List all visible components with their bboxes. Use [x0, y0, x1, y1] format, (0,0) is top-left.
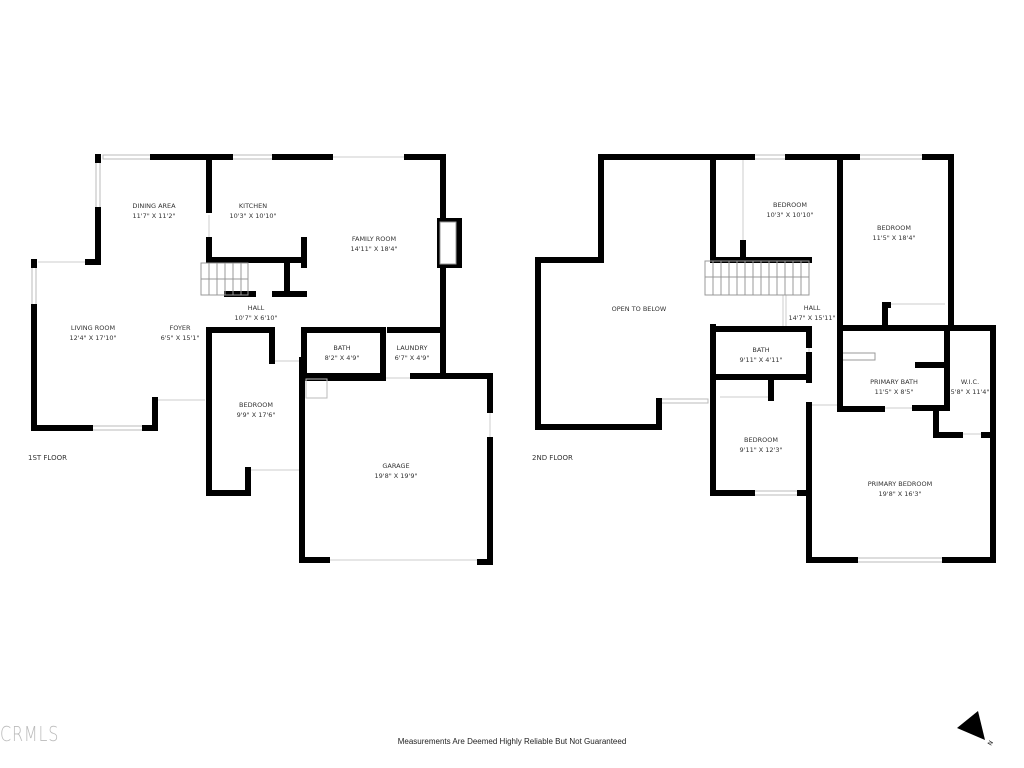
wall [535, 154, 954, 430]
room-name: BEDROOM [773, 201, 807, 209]
second-floor-plan [535, 154, 996, 563]
compass-label: N [987, 740, 995, 747]
room-size: 5'8" X 11'4" [951, 388, 990, 396]
room-name: DINING AREA [132, 202, 176, 210]
opening-lines [720, 160, 984, 435]
room-name: KITCHEN [239, 202, 267, 210]
window [31, 264, 37, 308]
window [856, 154, 926, 160]
room-size: 19'8" X 16'3" [879, 490, 922, 498]
wall [85, 154, 446, 265]
window [102, 154, 154, 160]
room-name: HALL [804, 304, 821, 312]
room-name: FOYER [169, 324, 191, 332]
room-size: 19'8" X 19'9" [375, 472, 418, 480]
room-name: BEDROOM [744, 436, 778, 444]
garage-step [305, 378, 328, 399]
room-size: 11'5" X 18'4" [873, 234, 916, 242]
wall [206, 157, 307, 268]
room-size: 14'7" X 15'11" [788, 314, 835, 322]
window [229, 154, 276, 160]
wall [806, 325, 996, 563]
wall [710, 154, 891, 331]
room-size: 10'3" X 10'10" [766, 211, 813, 219]
opening-lines [38, 156, 491, 561]
room-name: PRIMARY BEDROOM [868, 480, 932, 488]
room-name: OPEN TO BELOW [612, 305, 667, 313]
room-size: 11'5" X 8'5" [875, 388, 914, 396]
floor-label: 1ST FLOOR [28, 454, 67, 462]
staircase [704, 260, 810, 296]
room-size: 12'4" X 17'10" [69, 334, 116, 342]
room-size: 9'11" X 12'3" [740, 446, 783, 454]
room-name: BEDROOM [239, 401, 273, 409]
window [854, 557, 946, 563]
room-size: 10'7" X 6'10" [235, 314, 278, 322]
window [751, 490, 801, 496]
room-name: BATH [752, 346, 769, 354]
room-size: 11'7" X 11'2" [133, 212, 176, 220]
window [751, 154, 789, 160]
room-name: PRIMARY BATH [870, 378, 918, 386]
room-size: 14'11" X 18'4" [350, 245, 397, 253]
room-name: GARAGE [382, 462, 409, 470]
vanity [841, 352, 876, 361]
wall [206, 327, 305, 563]
wall [710, 324, 812, 496]
room-size: 8'2" X 4'9" [325, 354, 360, 362]
room-name: LAUNDRY [397, 344, 428, 352]
room-size: 10'3" X 10'10" [229, 212, 276, 220]
room-size: 9'9" X 17'6" [237, 411, 276, 419]
room-size: 6'5" X 15'1" [161, 334, 200, 342]
room-name: BATH [333, 344, 350, 352]
floor-label: 2ND FLOOR [532, 454, 573, 462]
wall [224, 259, 307, 297]
wall [301, 373, 493, 565]
window [95, 161, 101, 211]
room-name: BEDROOM [877, 224, 911, 232]
north-arrow-icon: N [957, 711, 995, 747]
room-size: 9'11" X 4'11" [740, 356, 783, 364]
window [89, 425, 146, 431]
room-name: HALL [248, 304, 265, 312]
room-name: FAMILY ROOM [352, 235, 396, 243]
crmls-logo: CRMLS [0, 722, 60, 746]
room-name: W.I.C. [961, 378, 979, 386]
first-floor-plan [31, 154, 493, 565]
window [659, 398, 709, 404]
fireplace-hearth [439, 221, 457, 265]
room-name: LIVING ROOM [71, 324, 115, 332]
wall [31, 259, 446, 431]
room-size: 6'7" X 4'9" [395, 354, 430, 362]
staircase [200, 262, 249, 296]
disclaimer: Measurements Are Deemed Highly Reliable … [397, 737, 627, 746]
